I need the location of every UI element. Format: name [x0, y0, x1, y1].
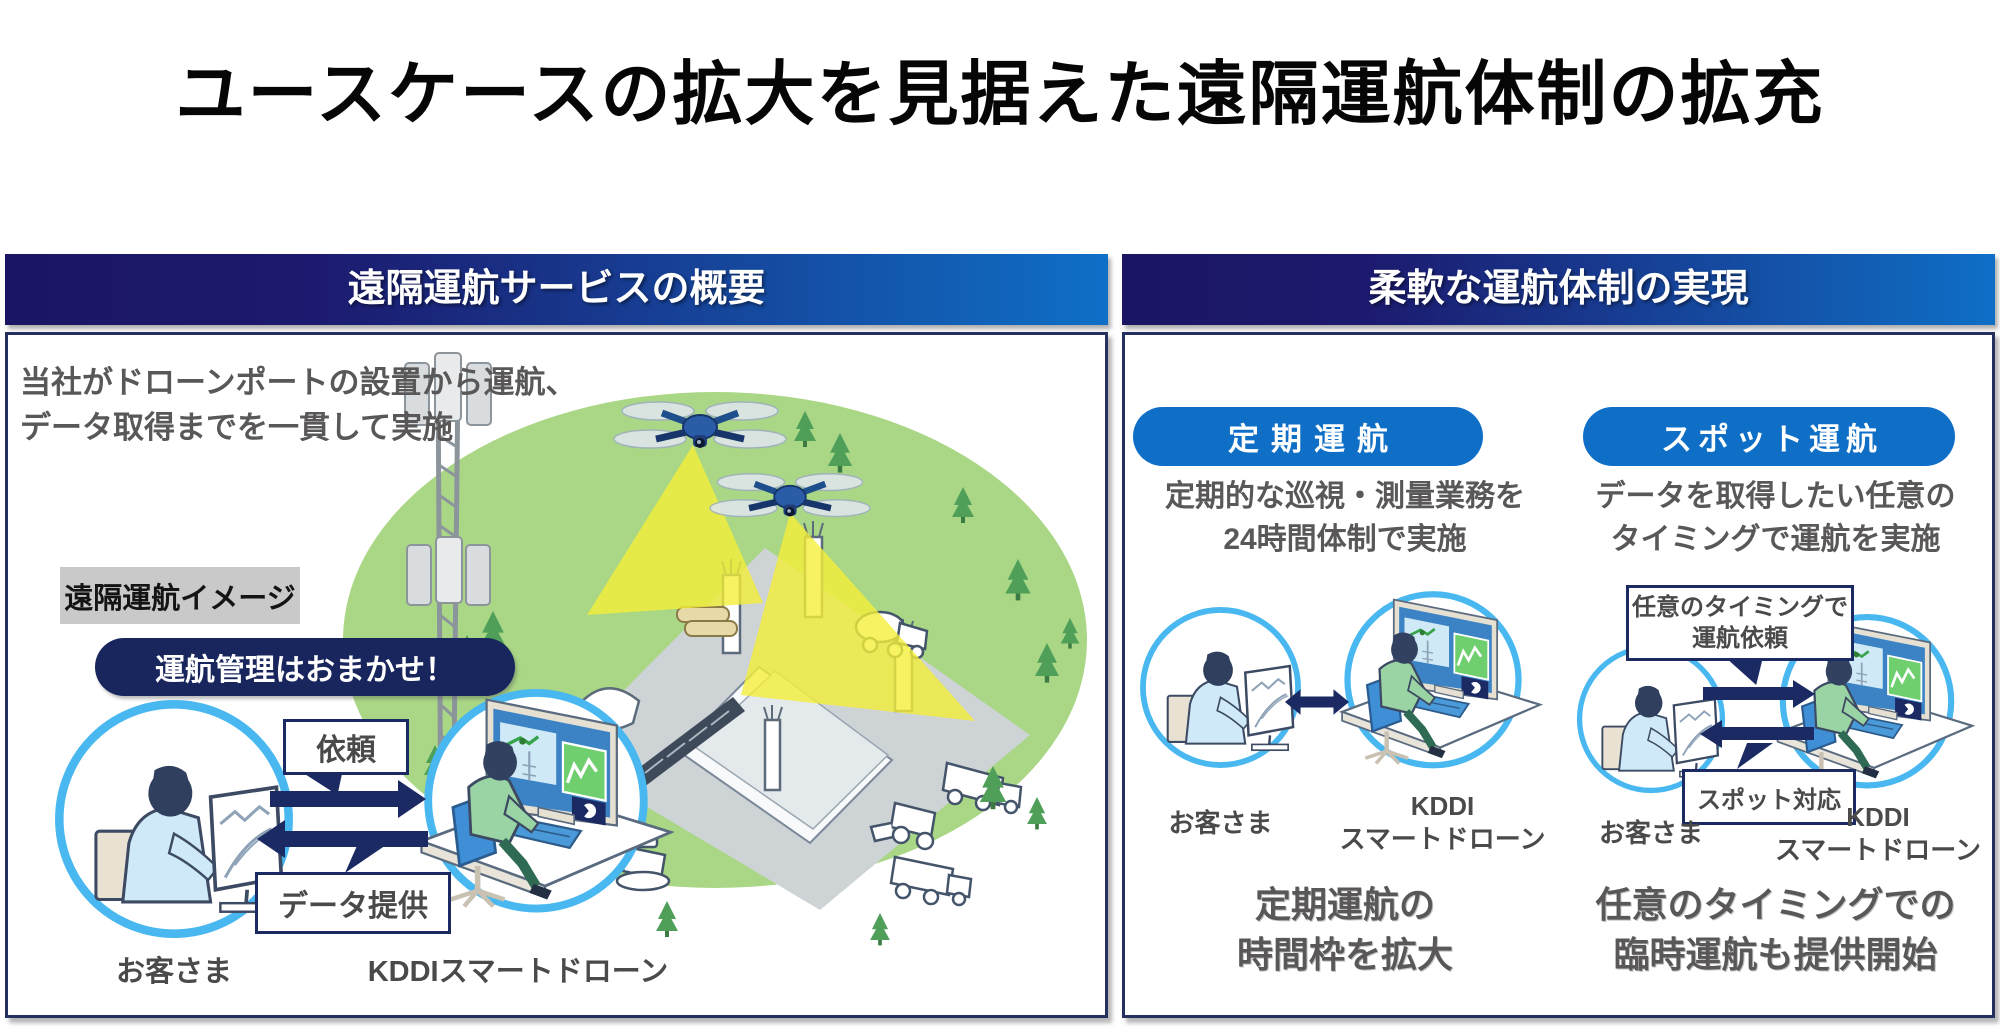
- spot-customer-label: お客さま: [1598, 818, 1703, 848]
- right-panel-body: 定期運航 定期的な巡視・測量業務を 24時間体制で実施 お客さま KDDI スマ…: [1122, 332, 1995, 1018]
- operation-banner-text: 運航管理はおまかせ！: [155, 654, 455, 687]
- regular-operator-illustration: [1317, 580, 1549, 776]
- right-section-header: 柔軟な運航体制の実現: [1122, 254, 1995, 325]
- regular-result-text: 定期運航の 時間枠を拡大: [1236, 884, 1453, 975]
- left-section-header-label: 遠隔運航サービスの概要: [347, 268, 766, 310]
- spot-response-arrow: [1722, 727, 1814, 740]
- request-box: 依頼: [283, 719, 409, 775]
- provide-box: データ提供: [255, 872, 451, 934]
- left-panel-body: 当社がドローンポートの設置から運航、 データ取得までを一貫して実施 遠隔運航イメ…: [5, 332, 1108, 1018]
- regular-operation-pill-text: 定期運航: [1228, 422, 1400, 457]
- left-description-line1: 当社がドローンポートの設置から運航、: [20, 365, 577, 400]
- image-label-tag: 遠隔運航イメージ: [60, 567, 300, 624]
- provide-box-text: データ提供: [278, 890, 428, 923]
- page-title: ユースケースの拡大を見据えた遠隔運航体制の拡充: [175, 55, 1825, 133]
- customer-label: お客さま: [115, 956, 232, 988]
- right-section-header-label: 柔軟な運航体制の実現: [1368, 268, 1749, 310]
- drone-light-cone: [741, 513, 975, 721]
- left-section-header: 遠隔運航サービスの概要: [5, 254, 1108, 325]
- regular-customer-illustration: [1138, 605, 1303, 770]
- provide-arrow: [285, 831, 428, 847]
- spot-response-box: スポット対応: [1682, 769, 1856, 825]
- regular-operator-label: KDDI スマートドローン: [1339, 791, 1546, 854]
- spot-operation-pill-text: スポット運航: [1661, 422, 1883, 457]
- regular-operation-pill: 定期運航: [1133, 407, 1483, 466]
- left-description-line2: データ取得までを一貫して実施: [20, 410, 454, 445]
- operator-label: KDDIスマートドローン: [367, 956, 669, 988]
- spot-request-box: 任意のタイミングで 運航依頼: [1626, 585, 1854, 661]
- request-box-text: 依頼: [316, 734, 376, 767]
- image-label-text: 遠隔運航イメージ: [64, 582, 296, 615]
- drone-light-cone: [587, 445, 763, 615]
- request-arrow: [270, 791, 398, 807]
- operation-banner: 運航管理はおまかせ！: [95, 638, 515, 696]
- spot-result-text: 任意のタイミングでの 臨時運航も提供開始: [1595, 884, 1956, 975]
- two-way-arrow: [1285, 689, 1349, 715]
- spot-operator-label: KDDI スマートドローン: [1775, 802, 1981, 865]
- spot-operation-desc: データを取得したい任意の タイミングで運航を実施: [1595, 480, 1956, 556]
- regular-operation-desc: 定期的な巡視・測量業務を 24時間体制で実施: [1165, 480, 1525, 556]
- spot-operation-pill: スポット運航: [1583, 407, 1955, 466]
- left-description: 当社がドローンポートの設置から運航、 データ取得までを一貫して実施: [20, 360, 576, 450]
- spot-request-arrow: [1703, 687, 1793, 700]
- regular-customer-label: お客さま: [1168, 808, 1273, 838]
